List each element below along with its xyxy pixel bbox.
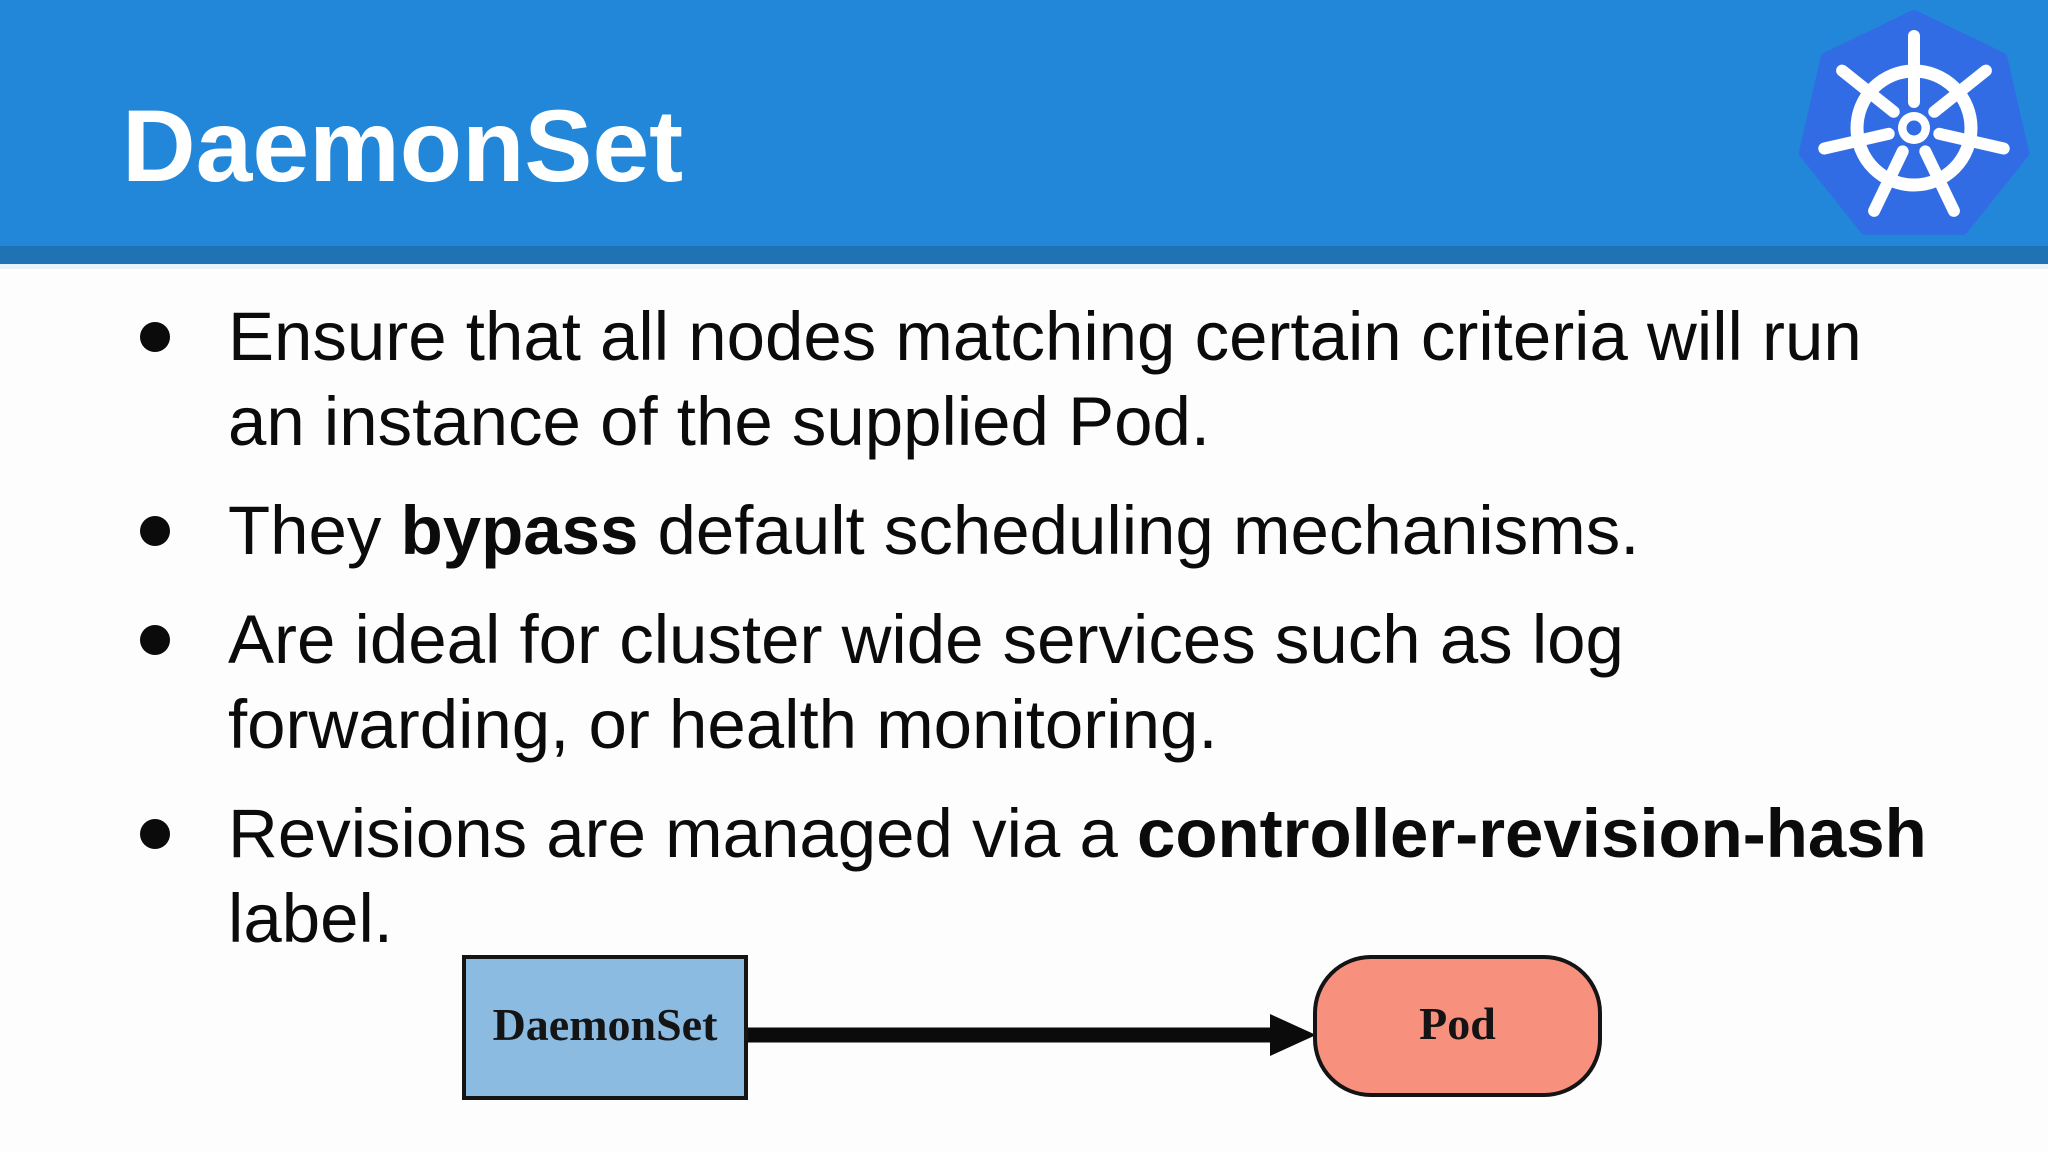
- disc-bullet-icon: [140, 516, 170, 546]
- bullet-text: They bypass default scheduling mechanism…: [228, 492, 1640, 569]
- disc-bullet-icon: [140, 322, 170, 352]
- bullet-text: Are ideal for cluster wide services such…: [228, 601, 1624, 763]
- bullet-item-bypass-scheduling: They bypass default scheduling mechanism…: [130, 488, 1943, 573]
- daemonset-node-label: DaemonSet: [492, 999, 718, 1050]
- pod-node: Pod: [1313, 955, 1602, 1097]
- right-arrow-icon: [748, 1014, 1316, 1056]
- pod-node-label: Pod: [1419, 997, 1496, 1049]
- header-accent-strip-light: [0, 264, 2048, 269]
- disc-bullet-icon: [140, 819, 170, 849]
- bullet-text: Revisions are managed via a controller-r…: [228, 795, 1927, 957]
- bullet-text: Ensure that all nodes matching certain c…: [228, 298, 1862, 460]
- page-title: DaemonSet: [122, 89, 684, 203]
- disc-bullet-icon: [140, 625, 170, 655]
- bullet-list: Ensure that all nodes matching certain c…: [130, 294, 1943, 985]
- bullet-item-revision-hash: Revisions are managed via a controller-r…: [130, 791, 1943, 961]
- header-bar: [0, 0, 2048, 246]
- header-accent-strip: [0, 246, 2048, 264]
- daemonset-node: DaemonSet: [462, 955, 748, 1100]
- bullet-item-cluster-wide-services: Are ideal for cluster wide services such…: [130, 597, 1943, 767]
- kubernetes-helm-wheel-icon: [1798, 10, 2030, 235]
- bullet-item-ensure-nodes: Ensure that all nodes matching certain c…: [130, 294, 1943, 464]
